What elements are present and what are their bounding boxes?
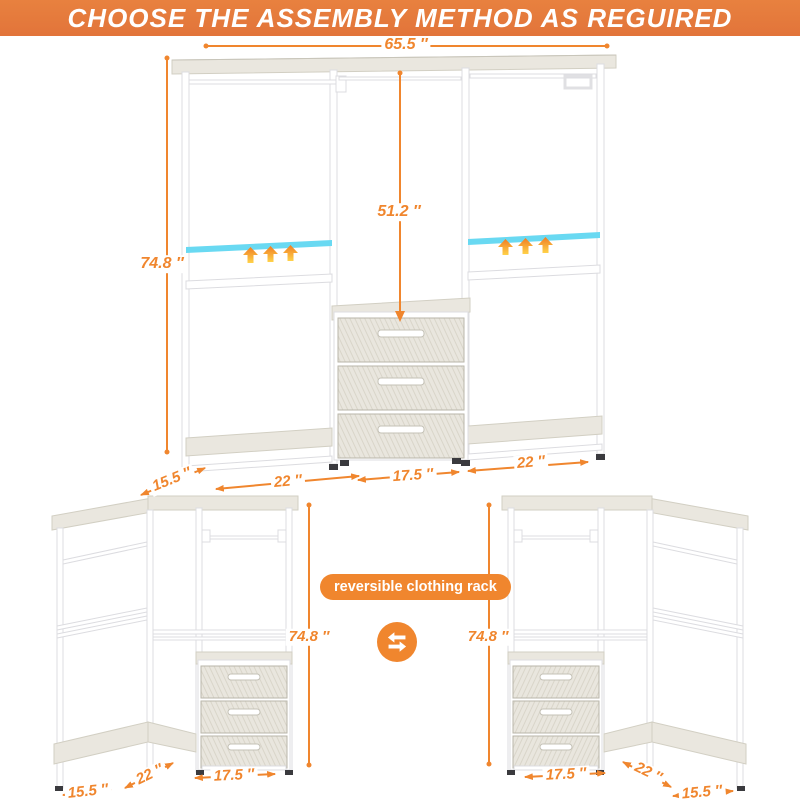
dim-left-variant-drawer-section: 17.5 ″ — [210, 766, 258, 786]
dim-main-top-width: 65.5 ″ — [381, 36, 431, 54]
main-rack-illustration — [171, 54, 617, 476]
dim-left-variant-base-depth: 15.5 ″ — [63, 781, 113, 800]
dim-main-inner-height: 51.2 ″ — [374, 203, 424, 221]
banner: CHOOSE THE ASSEMBLY METHOD AS REGUIRED — [0, 0, 800, 36]
dim-main-right-section: 22 ″ — [513, 453, 549, 473]
highlighted-rod-left — [186, 240, 332, 253]
right-variant-illustration — [501, 495, 749, 792]
dim-right-variant-base-depth: 15.5 ″ — [678, 782, 726, 800]
dim-right-variant-height: 74.8 ″ — [464, 628, 512, 646]
dim-main-left-section: 22 ″ — [270, 472, 306, 492]
dim-right-variant-drawer-section: 17.5 ″ — [542, 765, 590, 785]
banner-title: CHOOSE THE ASSEMBLY METHOD AS REGUIRED — [67, 2, 733, 33]
swap-arrows-icon — [377, 622, 417, 662]
reversible-badge: reversible clothing rack — [320, 574, 511, 600]
dim-main-center-section: 17.5 ″ — [389, 465, 437, 486]
up-arrow-icon — [243, 237, 553, 263]
dim-left-variant-height: 74.8 ″ — [285, 628, 333, 646]
dim-main-height: 74.8 ″ — [137, 255, 187, 273]
highlighted-rod-right — [468, 232, 600, 245]
left-variant-illustration — [51, 495, 299, 791]
